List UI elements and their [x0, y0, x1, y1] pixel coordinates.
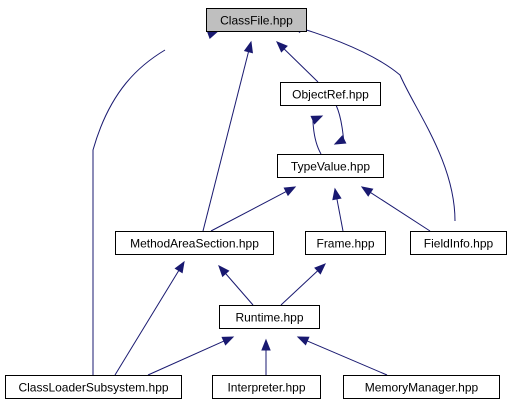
- edge-classloader-to-methodarea: [114, 260, 185, 376]
- edge-memorymanager-to-runtime: [296, 336, 388, 376]
- node-label: FieldInfo.hpp: [424, 237, 494, 251]
- node-box: [206, 8, 307, 32]
- edge-runtime-to-frame: [280, 263, 326, 306]
- edge-line: [280, 270, 319, 306]
- edge-line: [210, 191, 287, 232]
- edge-typevalue-to-objectref: [310, 115, 324, 155]
- node-box: [5, 375, 182, 399]
- node-box: [343, 375, 500, 399]
- node-runtime[interactable]: Runtime.hpp: [219, 305, 320, 329]
- node-typevalue[interactable]: TypeValue.hpp: [277, 154, 384, 178]
- node-box: [305, 231, 386, 255]
- node-layer: ClassFile.hppObjectRef.hppTypeValue.hppM…: [5, 8, 507, 399]
- node-label: TypeValue.hpp: [291, 160, 370, 174]
- node-fieldinfo[interactable]: FieldInfo.hpp: [410, 231, 507, 255]
- edge-arrowhead: [332, 187, 342, 201]
- edge-classloader-to-runtime: [147, 336, 235, 376]
- edge-arrowhead: [314, 263, 326, 275]
- edge-arrowhead: [221, 336, 235, 346]
- edge-line: [225, 273, 254, 306]
- edge-line: [335, 104, 345, 141]
- node-interpreter[interactable]: Interpreter.hpp: [212, 375, 321, 399]
- edge-arrowhead: [283, 186, 297, 197]
- edge-frame-to-typevalue: [332, 187, 344, 232]
- edge-interpreter-to-runtime: [261, 338, 271, 375]
- edge-objectref-to-classfile: [276, 41, 319, 83]
- node-box: [219, 305, 320, 329]
- edge-objectref-to-typevalue: [333, 104, 347, 145]
- node-methodarea[interactable]: MethodAreaSection.hpp: [115, 231, 274, 255]
- node-classloader[interactable]: ClassLoaderSubsystem.hpp: [5, 375, 182, 399]
- node-label: Interpreter.hpp: [227, 381, 305, 395]
- edge-line: [147, 340, 225, 376]
- node-classfile[interactable]: ClassFile.hpp: [206, 8, 307, 32]
- node-objectref[interactable]: ObjectRef.hpp: [280, 82, 381, 106]
- node-box: [410, 231, 507, 255]
- edge-arrowhead: [360, 186, 374, 197]
- node-box: [212, 375, 321, 399]
- edge-arrowhead: [276, 41, 288, 53]
- edge-methodarea-to-classfile: [202, 40, 253, 232]
- edge-fieldinfo-to-typevalue: [360, 186, 431, 232]
- edge-methodarea-to-typevalue: [210, 186, 297, 232]
- edge-line: [114, 270, 180, 376]
- node-label: ClassLoaderSubsystem.hpp: [18, 381, 168, 395]
- edge-line: [307, 340, 388, 376]
- edge-line: [300, 27, 456, 222]
- node-box: [115, 231, 274, 255]
- node-box: [277, 154, 384, 178]
- edge-arrowhead: [296, 336, 310, 346]
- node-label: MethodAreaSection.hpp: [130, 237, 259, 251]
- edge-arrowhead: [333, 135, 347, 145]
- edge-line: [370, 191, 431, 232]
- edge-classloader-to-classfile: [92, 30, 220, 375]
- node-box: [280, 82, 381, 106]
- node-label: Runtime.hpp: [235, 311, 303, 325]
- edge-line: [336, 198, 344, 232]
- node-label: Frame.hpp: [316, 237, 374, 251]
- edge-arrowhead: [261, 338, 271, 351]
- edge-arrowhead: [218, 264, 230, 278]
- edge-arrowhead: [243, 40, 253, 54]
- edge-line: [312, 119, 322, 155]
- edge-arrowhead: [310, 115, 324, 125]
- edge-line: [92, 49, 166, 375]
- edge-runtime-to-methodarea: [218, 264, 254, 306]
- edge-line: [202, 51, 249, 232]
- node-label: ClassFile.hpp: [220, 14, 293, 28]
- node-frame[interactable]: Frame.hpp: [305, 231, 386, 255]
- edge-line: [283, 48, 319, 83]
- edge-arrowhead: [174, 260, 185, 274]
- node-label: MemoryManager.hpp: [365, 381, 479, 395]
- node-label: ObjectRef.hpp: [292, 88, 369, 102]
- node-memorymanager[interactable]: MemoryManager.hpp: [343, 375, 500, 399]
